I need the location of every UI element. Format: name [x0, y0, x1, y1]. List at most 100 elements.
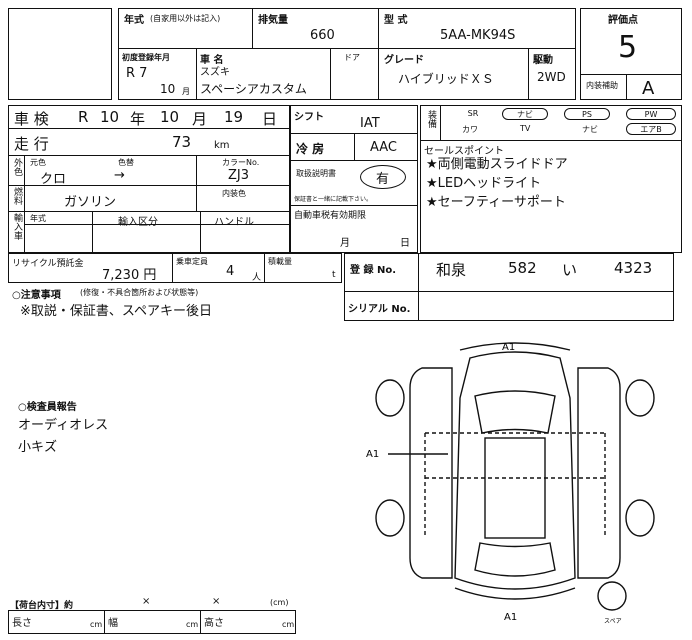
cargo-label: 【荷台内寸】約	[10, 601, 74, 611]
year-label: 年式	[124, 15, 144, 26]
cargo-unit: (cm)	[270, 598, 289, 607]
car-damage-diagram: A1 A1 A1 スペア	[366, 342, 655, 625]
opt-tv: TV	[520, 124, 531, 133]
damage-mark-left: A1	[366, 449, 379, 460]
inspection-table	[8, 105, 290, 253]
color-change-label: 色替	[118, 158, 134, 167]
eval-label: 評価点	[608, 15, 638, 26]
shaken-day-unit: 日	[262, 110, 278, 128]
registration-region: 和泉	[436, 261, 467, 279]
registration-label: 登 録 No.	[350, 265, 397, 276]
capacity-value: 4	[226, 264, 235, 279]
eval-score: 5	[618, 30, 638, 65]
shaken-month: 10	[160, 108, 180, 126]
mileage-value: 73	[172, 133, 192, 151]
first-reg-month-unit: 月	[182, 87, 190, 96]
tax-day: 日	[400, 238, 410, 249]
interior-eval-label: 内装補助	[586, 81, 618, 90]
fuel-label: 燃料	[12, 187, 22, 205]
cargo-table	[8, 610, 296, 634]
cargo-x2: ×	[212, 596, 221, 607]
opt-pw: PW	[626, 108, 676, 120]
opt-aircon: エアB	[626, 123, 676, 135]
tax-label: 自動車税有効期限	[294, 211, 367, 221]
first-reg-year: R 7	[126, 66, 148, 81]
cargo-width-unit: cm	[186, 620, 199, 629]
car-name-value: スペーシアカスタム	[200, 82, 307, 96]
photo-area	[8, 8, 112, 100]
color-code-value: ZJ3	[228, 168, 250, 183]
fuel-value: ガソリン	[64, 195, 117, 210]
opt-ps: PS	[564, 108, 610, 120]
shift-label: シフト	[294, 112, 324, 123]
opt-nav: ナビ	[502, 108, 548, 120]
color-value: クロ	[40, 172, 67, 187]
registration-kana: い	[562, 261, 578, 279]
manual-value: 有	[376, 172, 390, 187]
opt-kawa: カワ	[462, 125, 478, 134]
model-code-label: 型 式	[384, 15, 408, 26]
shaken-year: 10	[100, 108, 120, 126]
tax-month: 月	[340, 238, 350, 249]
shaken-era: R	[78, 108, 89, 126]
drive-label: 駆動	[533, 55, 553, 66]
registration-class: 582	[508, 259, 537, 277]
displacement-label: 排気量	[258, 15, 288, 26]
color-original-label: 元色	[30, 158, 46, 167]
registration-number: 4323	[614, 259, 653, 277]
notes-text: ※取説・保証書、スペアキー後日	[20, 304, 212, 319]
cargo-height-unit: cm	[282, 620, 295, 629]
load-label: 積載量	[268, 257, 292, 266]
recycle-table	[8, 253, 342, 283]
equipment-table	[290, 105, 418, 253]
import-label: 輸入車	[12, 213, 22, 240]
registration-table	[344, 253, 674, 321]
damage-mark-top: A1	[502, 342, 515, 353]
cargo-length-unit: cm	[90, 620, 103, 629]
grade-value: ハイブリッドＸＳ	[398, 72, 494, 86]
color-code-label: カラーNo.	[222, 158, 260, 167]
model-code-value: 5AA-MK94S	[440, 28, 516, 43]
first-reg-month: 10	[160, 82, 176, 96]
capacity-label: 乗車定員	[176, 257, 208, 266]
cargo-x1: ×	[142, 596, 151, 607]
maker-value: スズキ	[200, 67, 230, 78]
inspector-label: ○検査員報告	[18, 402, 77, 413]
sales-points-list: ★両側電動スライドドア ★LEDヘッドライト ★セーフティーサポート	[426, 155, 568, 212]
doors-label: ドア	[344, 53, 360, 62]
recycle-amount: 7,230 円	[102, 268, 157, 283]
manual-label: 取扱説明書	[296, 169, 336, 178]
drive-value: 2WD	[537, 70, 566, 84]
capacity-unit: 人	[252, 273, 262, 283]
cargo-length-label: 長さ	[12, 618, 32, 629]
displacement-value: 660	[310, 28, 335, 43]
cargo-height-label: 高さ	[204, 618, 224, 629]
ac-value: AAC	[370, 140, 397, 155]
options-label: 装備	[426, 110, 436, 128]
inspector-line: 小キズ	[18, 440, 58, 455]
ac-label: 冷 房	[296, 142, 325, 156]
inspector-line: オーディオレス	[18, 418, 109, 433]
shaken-day: 19	[224, 108, 244, 126]
manual-circle	[360, 165, 406, 189]
shaken-label: 車 検	[14, 110, 49, 128]
load-unit: t	[332, 270, 336, 280]
serial-label: シリアル No.	[348, 304, 411, 315]
color-change-arrow: →	[114, 168, 125, 183]
sales-points-label: セールスポイント	[424, 146, 504, 157]
handle-label: ハンドル	[214, 217, 254, 228]
interior-eval-value: A	[642, 78, 655, 99]
sales-point-item: ★セーフティーサポート	[426, 195, 566, 210]
import-type-label: 輸入区分	[118, 217, 158, 228]
interior-color-label: 内装色	[222, 189, 246, 198]
manual-note: 保証書と一緒に記載下さい。	[294, 196, 373, 203]
sales-point-item: ★両側電動スライドドア	[426, 157, 568, 172]
cargo-width-label: 幅	[108, 618, 118, 629]
grade-label: グレード	[384, 55, 424, 66]
car-name-label: 車 名	[200, 55, 224, 66]
mileage-label: 走 行	[14, 135, 49, 153]
recycle-label: リサイクル預託金	[12, 259, 84, 269]
shaken-year-unit: 年	[130, 110, 146, 128]
mileage-unit: km	[214, 140, 230, 151]
